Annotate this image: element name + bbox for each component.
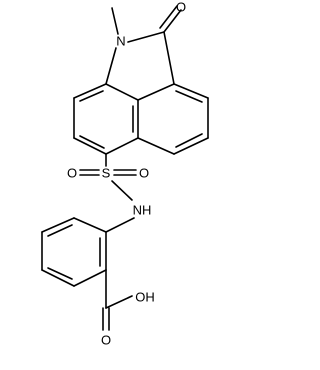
bond-s-nh (111, 180, 133, 201)
bond-c6-c5a (105, 137, 139, 155)
atom-o-sulfonyl-left: O (67, 166, 77, 181)
atom-n-ring: N (116, 34, 125, 49)
atom-oh: OH (135, 290, 155, 305)
bond-carbonyl-c2a (163, 31, 175, 85)
bond-n-carbonyl (127, 31, 165, 43)
atom-s: S (102, 166, 111, 181)
bond-c6p-c5p (41, 217, 75, 233)
bond-n-methyl (111, 7, 119, 35)
bond-n-c8a (105, 47, 117, 85)
bond-c8a-c8 (73, 83, 107, 99)
bond-c4-c5 (173, 137, 209, 155)
bond-c8a-c8b (105, 83, 139, 101)
bond-c7-c6 (73, 137, 107, 155)
bond-c7-c6-inner (79, 135, 105, 149)
bond-c2a-c3 (173, 83, 209, 99)
atom-o-acid: O (101, 333, 111, 348)
bond-lines (41, 5, 209, 331)
atom-o-sulfonyl-right: O (139, 166, 149, 181)
structure-diagram: N O S O O NH OH O (41, 0, 209, 348)
bond-c1p-c6p (73, 217, 107, 233)
bond-c3p-c2p (73, 269, 107, 287)
bond-nh-c1p (105, 217, 135, 233)
bond-c2a-c3-inner (175, 90, 203, 103)
bond-c4p-c3p (41, 269, 75, 287)
atom-labels: N O S O O NH OH O (67, 0, 186, 348)
bond-c5-c5a (137, 137, 175, 155)
bond-c8a-c8-inner (79, 90, 104, 102)
bond-c8b-c2a (137, 83, 175, 101)
bond-c4-c5-inner (175, 133, 203, 148)
atom-nh: NH (133, 203, 152, 218)
bond-cacid-oh (105, 295, 133, 309)
bond-c-o-1 (163, 9, 182, 33)
bond-c-o-2 (159, 5, 178, 29)
atom-o-carbonyl: O (176, 0, 186, 15)
bond-c4p-c3p-inner (47, 267, 73, 280)
bond-c6p-c5p-inner (47, 224, 73, 237)
